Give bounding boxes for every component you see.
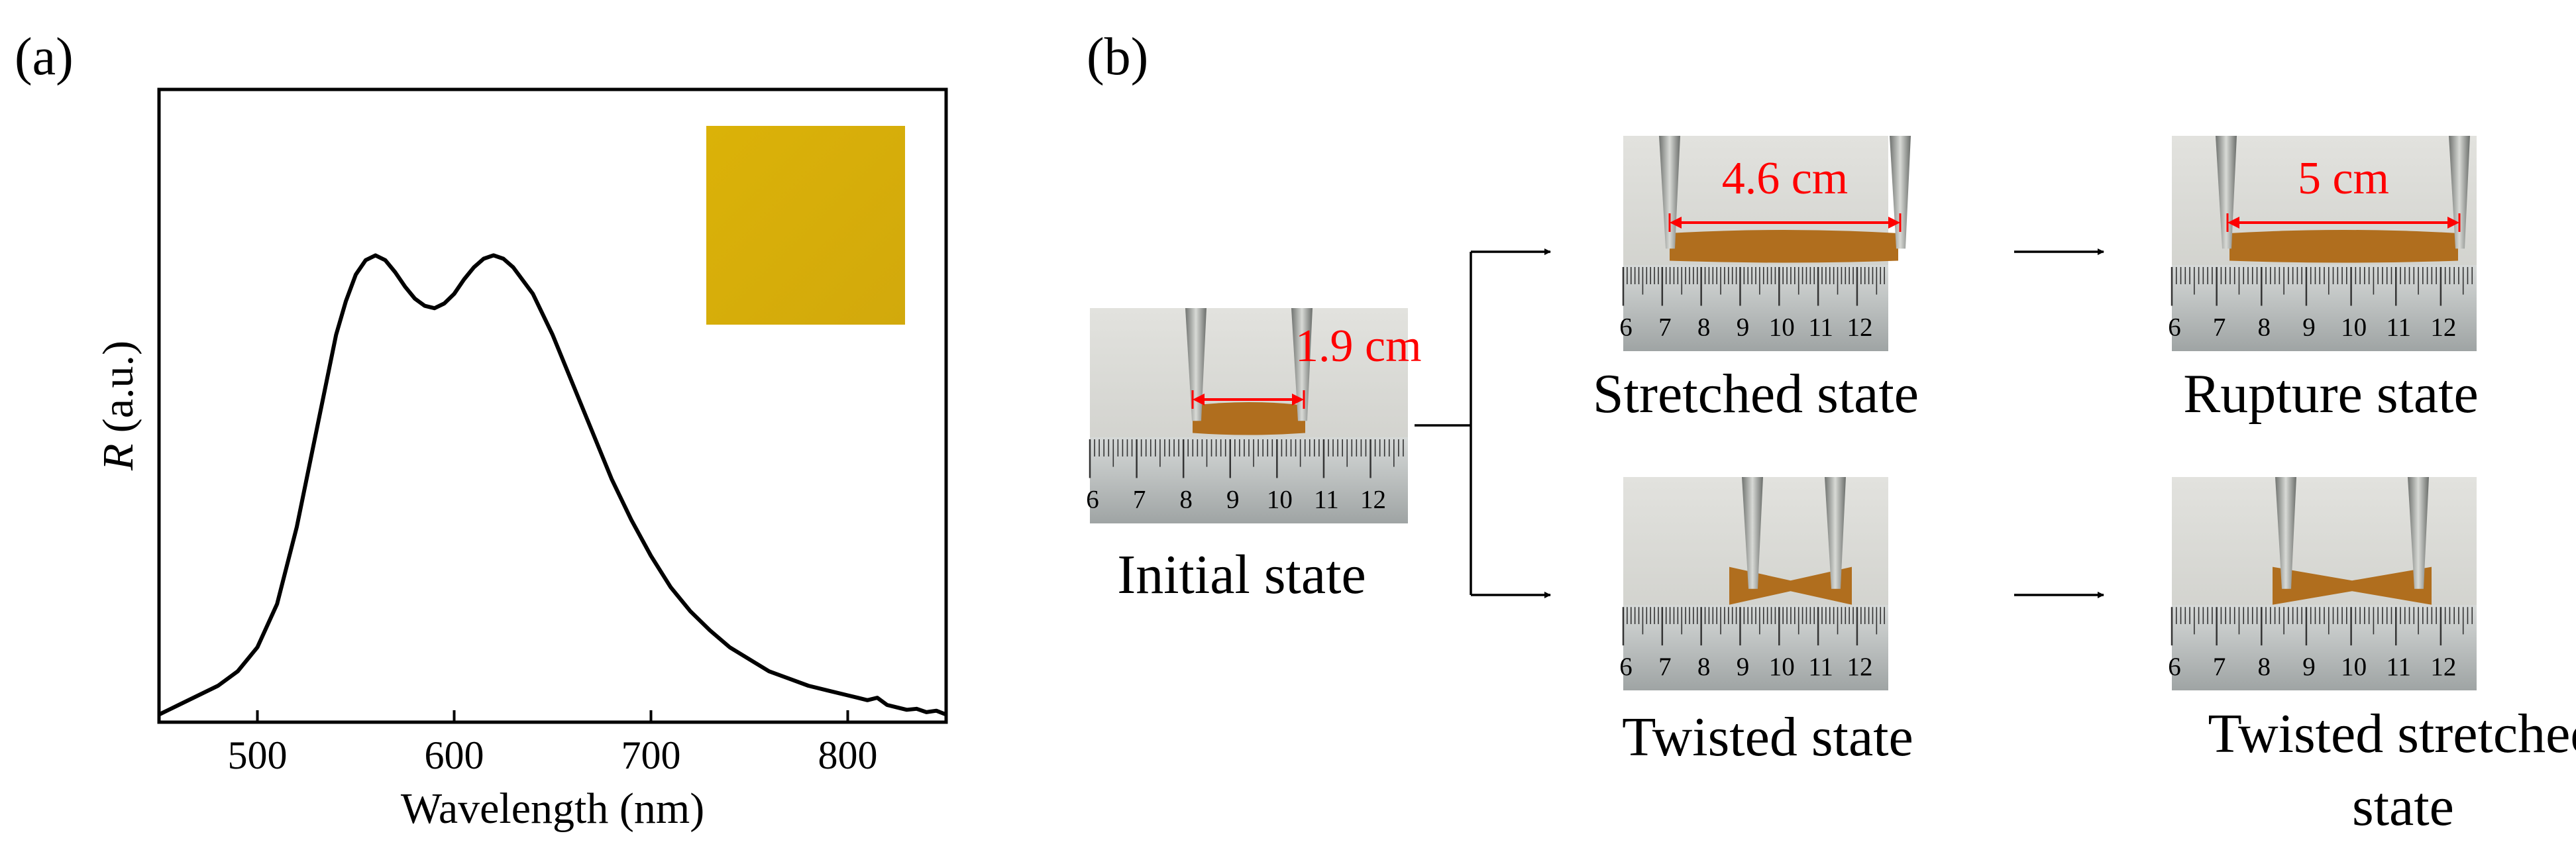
ruler-number: 9 — [1737, 313, 1750, 342]
ruler-number: 9 — [2302, 313, 2316, 342]
ruler-number: 11 — [1808, 313, 1833, 342]
state-label-twisted-stretched-line2: state — [2352, 776, 2454, 837]
measurement-label: 5 cm — [2298, 153, 2389, 204]
measurement-arrowhead-right — [2447, 217, 2459, 229]
measurement-arrowhead-left — [2227, 217, 2239, 229]
ruler-number: 12 — [1847, 653, 1872, 681]
tweezer-tip — [2216, 136, 2237, 249]
ruler-number: 7 — [2213, 653, 2226, 681]
state-label-twisted-stretched: Twisted stretched state — [2208, 703, 2576, 837]
ruler-number: 12 — [2430, 313, 2456, 342]
ruler-number: 6 — [1619, 313, 1633, 342]
ruler-number: 12 — [1360, 486, 1386, 514]
ruler-ticks — [2171, 607, 2473, 646]
ruler-number: 9 — [1226, 486, 1240, 514]
film-strip — [1193, 402, 1305, 435]
photo-twisted-stretched: 6 7 8 9 10 11 12 — [2168, 477, 2477, 690]
state-label-twisted: Twisted state — [1622, 706, 1913, 768]
ruler-number: 8 — [1697, 313, 1711, 342]
state-label-rupture: Rupture state — [2183, 363, 2479, 425]
ruler-number: 8 — [2258, 313, 2271, 342]
ruler-number: 10 — [1267, 486, 1293, 514]
ruler-number: 7 — [1658, 653, 1672, 681]
measurement-annotation: 1.9 cm — [1191, 321, 1422, 409]
inset-sample-photo — [706, 126, 905, 325]
panel-label-b: (b) — [1087, 28, 1148, 86]
ruler-number: 10 — [2341, 653, 2367, 681]
photo-initial: 6 7 8 9 10 11 12 1.9 cm — [1086, 308, 1422, 523]
film-strip — [1670, 230, 1898, 263]
ruler-number: 11 — [1314, 486, 1339, 514]
x-tick-label: 800 — [818, 733, 878, 777]
ruler-number: 6 — [2168, 313, 2181, 342]
x-ticks: 500 600 700 800 — [228, 710, 878, 777]
measurement-annotation: 4.6 cm — [1668, 153, 1902, 232]
ruler-ticks — [1089, 439, 1404, 478]
ruler-number: 11 — [2386, 313, 2411, 342]
ruler-number: 9 — [1737, 653, 1750, 681]
flow-connectors — [1415, 248, 2104, 598]
tweezer-tip — [2275, 477, 2296, 589]
measurement-arrowhead-left — [1193, 394, 1205, 405]
ruler-number: 8 — [2258, 653, 2271, 681]
tweezer-tip — [1742, 477, 1763, 589]
ruler-number: 11 — [2386, 653, 2411, 681]
ruler-number: 6 — [1086, 486, 1099, 514]
panel-a: (a) 500 600 700 800 Wavelength (nm) R (a.u.… — [15, 28, 948, 833]
x-axis-title: Wavelength (nm) — [401, 784, 704, 833]
photo-rupture: 6 7 8 9 10 11 12 5 cm — [2168, 136, 2477, 351]
x-tick-label: 700 — [621, 733, 681, 777]
film-strip-twisted — [1729, 566, 1852, 605]
ruler-number: 12 — [2430, 653, 2456, 681]
measurement-arrowhead-left — [1670, 217, 1682, 229]
y-axis-title-unit: (a.u.) — [94, 341, 142, 444]
measurement-arrowhead-right — [1888, 217, 1900, 229]
ruler-number: 6 — [2168, 653, 2181, 681]
tweezer-tip — [1825, 477, 1846, 589]
tweezer-tip — [1291, 308, 1313, 421]
ruler-number: 6 — [1619, 653, 1633, 681]
plot-frame — [157, 87, 948, 724]
state-label-initial: Initial state — [1117, 544, 1366, 606]
ruler-number: 9 — [2302, 653, 2316, 681]
measurement-label: 1.9 cm — [1295, 321, 1422, 372]
ruler-number: 7 — [1658, 313, 1672, 342]
ruler-ticks — [2171, 267, 2473, 306]
ruler-number: 12 — [1847, 313, 1872, 342]
tweezer-tip — [2408, 477, 2429, 589]
x-tick-label: 500 — [228, 733, 288, 777]
x-tick-label: 600 — [425, 733, 484, 777]
film-strip-twisted — [2273, 566, 2432, 605]
ruler-number: 11 — [1808, 653, 1833, 681]
y-axis-title: R (a.u.) — [94, 341, 142, 471]
measurement-label: 4.6 cm — [1722, 153, 1849, 204]
measurement-annotation: 5 cm — [2226, 153, 2461, 232]
ruler-number: 7 — [2213, 313, 2226, 342]
ruler-number: 8 — [1697, 653, 1711, 681]
ruler-number: 7 — [1133, 486, 1146, 514]
tweezer-tip — [1185, 308, 1207, 421]
ruler-number: 10 — [2341, 313, 2367, 342]
reflectance-curve — [158, 253, 947, 717]
ruler-ticks — [1622, 607, 1885, 646]
film-strip — [2229, 230, 2458, 263]
ruler-number: 8 — [1179, 486, 1193, 514]
state-label-twisted-stretched-line1: Twisted stretched — [2208, 703, 2576, 765]
ruler-number: 10 — [1769, 313, 1795, 342]
state-label-stretched: Stretched state — [1593, 363, 1919, 425]
ruler-number: 10 — [1769, 653, 1795, 681]
panel-label-a: (a) — [15, 28, 74, 86]
measurement-arrowhead-right — [1292, 394, 1304, 405]
ruler-ticks — [1622, 267, 1885, 306]
y-axis-title-symbol: R — [94, 444, 142, 471]
